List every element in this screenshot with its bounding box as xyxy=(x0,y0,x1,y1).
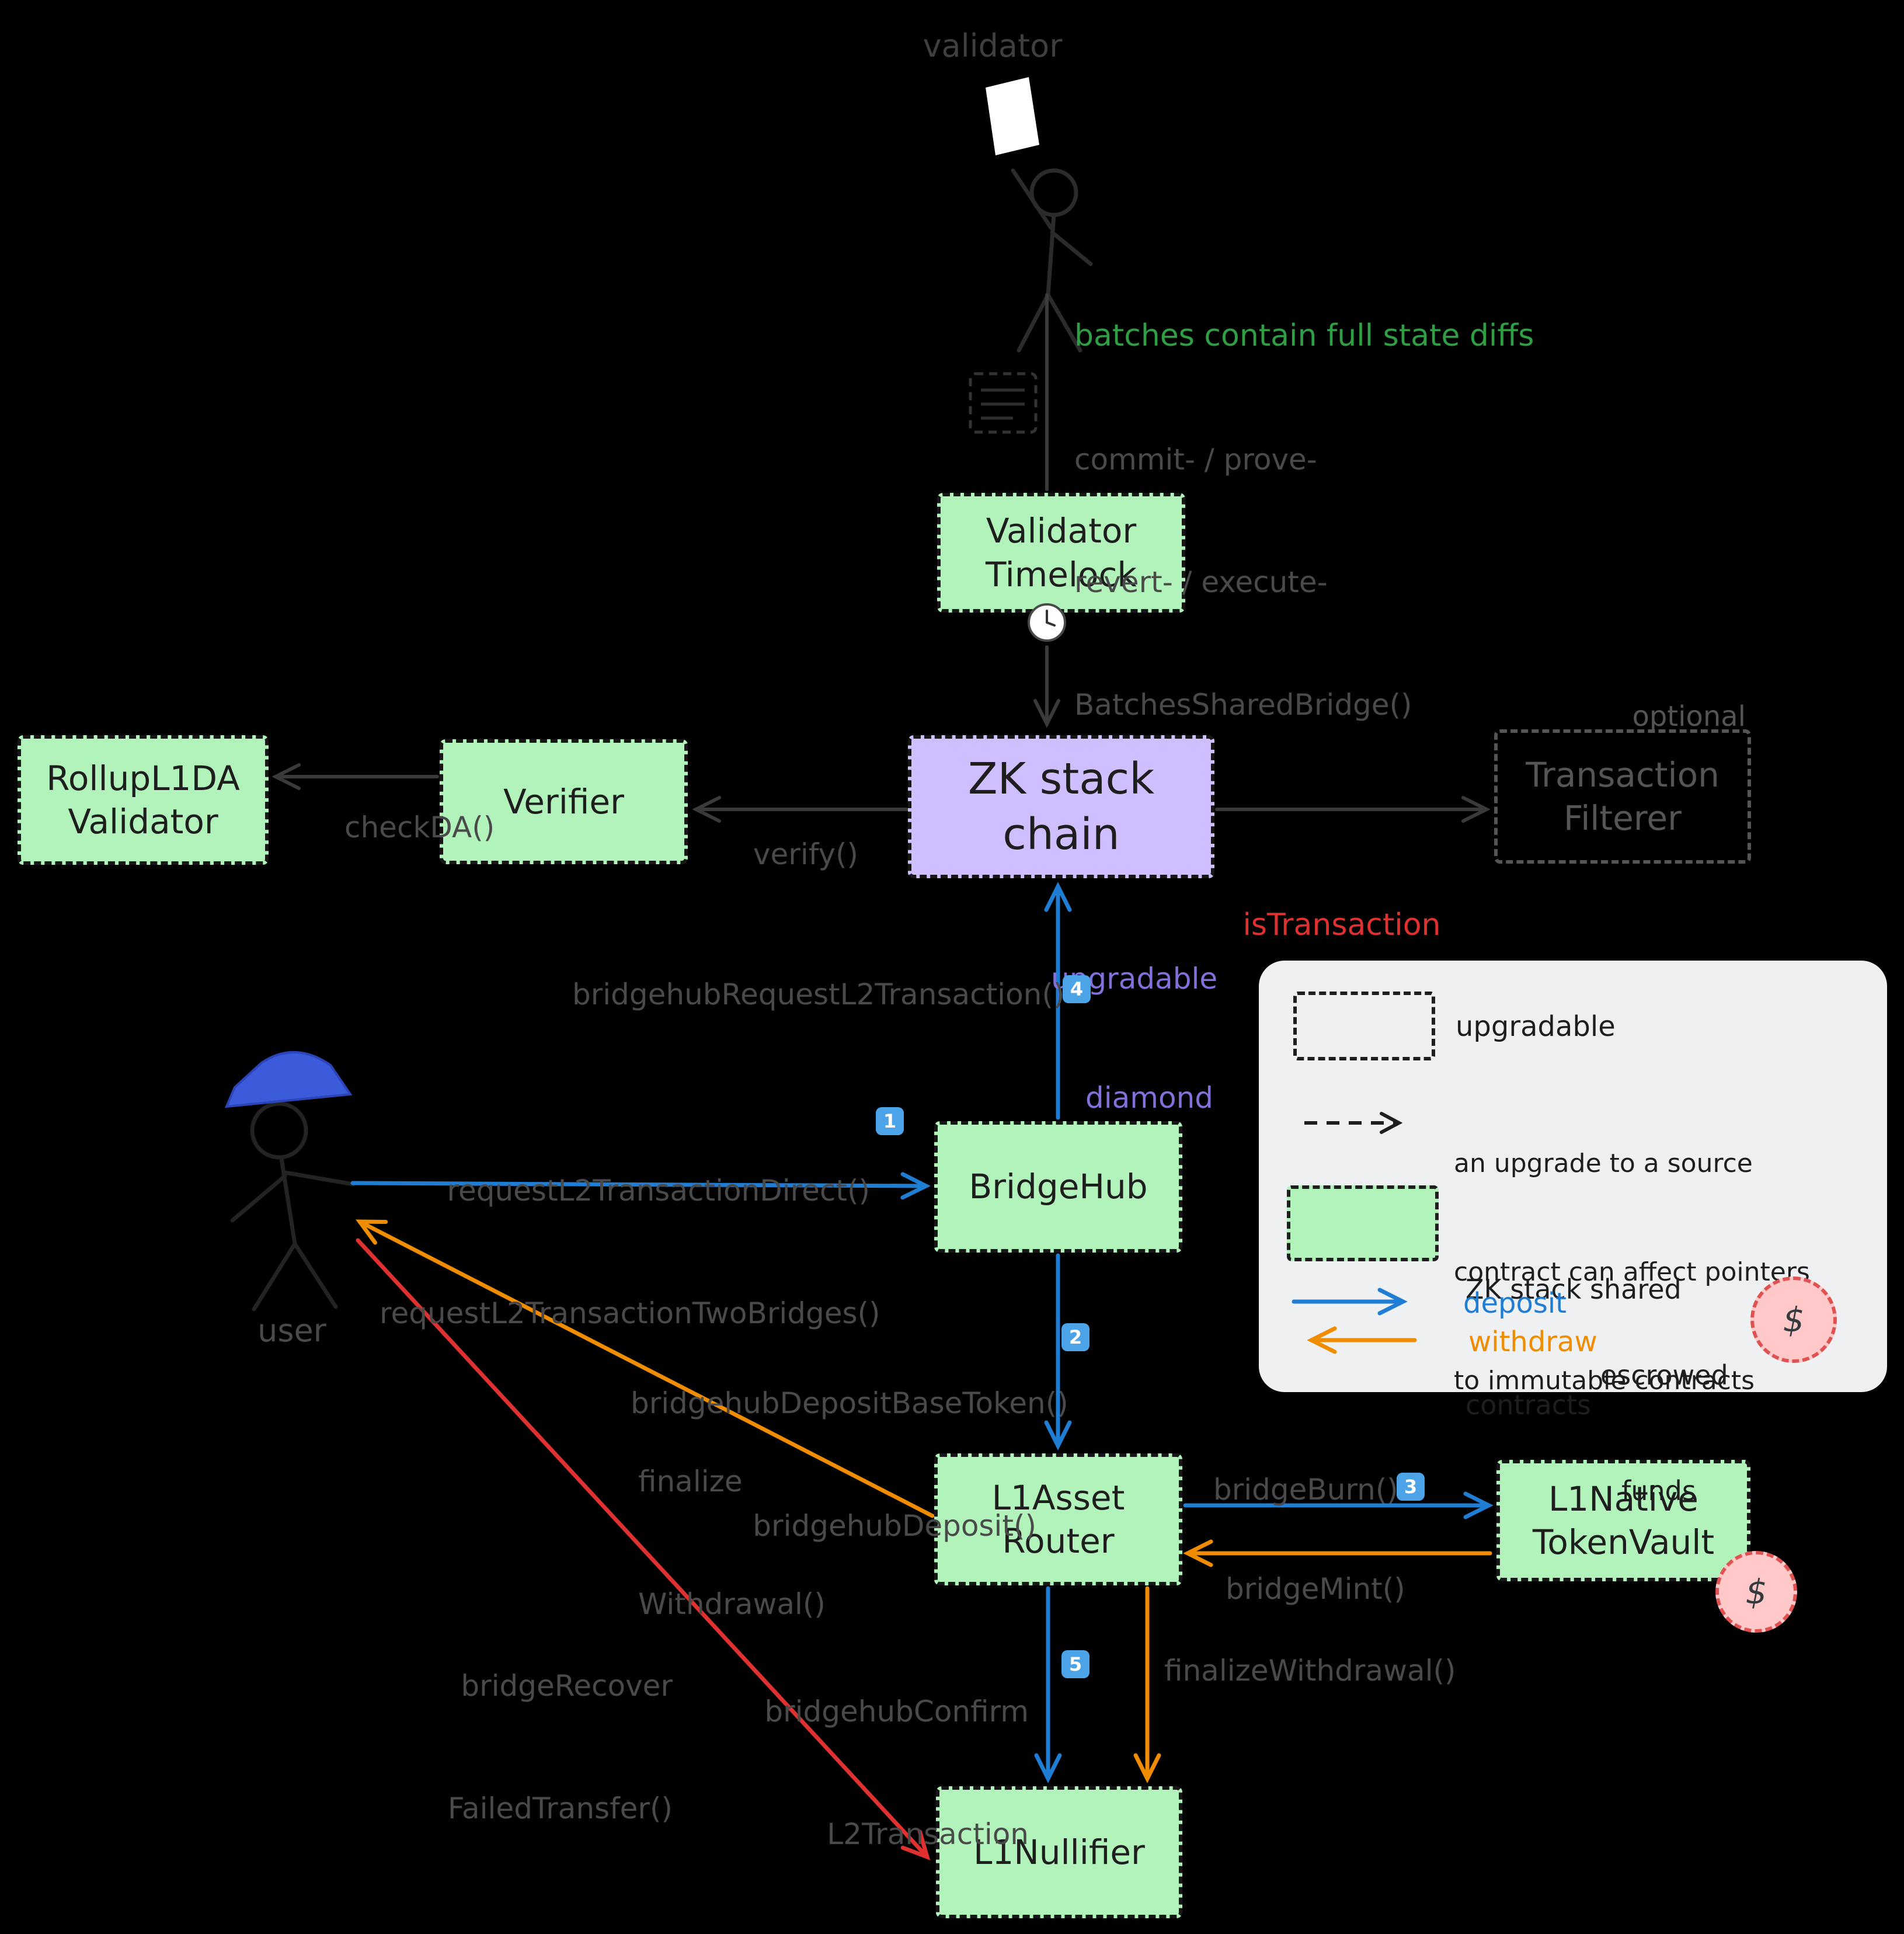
batch-methods-note: commit- / prove- revert- / execute- Batc… xyxy=(1074,443,1412,722)
legend-upgradable-box-icon xyxy=(1293,992,1435,1060)
user-actor-label: user xyxy=(257,1312,326,1349)
recover-arrows xyxy=(356,1238,931,1860)
legend-upgrade-note: an upgrade to a source contract can affe… xyxy=(1454,1149,1810,1396)
clock-icon xyxy=(1028,603,1066,642)
bridge-mint-label: bridgeMint() xyxy=(1226,1572,1405,1606)
l1-native-token-vault-box: L1Native TokenVault xyxy=(1496,1460,1750,1581)
upgradable-diamond-label: upgradable diamond xyxy=(1051,962,1218,1115)
transaction-filterer-label: Transaction xyxy=(1526,754,1719,795)
rollup-l1da-validator-label: RollupL1DA xyxy=(46,758,240,798)
deposit-arrows xyxy=(350,882,1494,1783)
l1-nullifier-box: L1Nullifier xyxy=(936,1786,1182,1918)
withdraw-arrows xyxy=(356,1219,1492,1783)
legend-withdraw-arrow-icon xyxy=(1307,1326,1417,1354)
badge-5: 5 xyxy=(1061,1650,1090,1678)
transaction-filterer-label-2: Filterer xyxy=(1564,798,1682,838)
transaction-filterer-box: Transaction Filterer xyxy=(1494,729,1751,864)
badge-3: 3 xyxy=(1397,1473,1425,1501)
zk-stack-chain-label-2: chain xyxy=(1003,809,1120,860)
optional-tag: optional xyxy=(1632,700,1746,733)
legend-withdraw-label: withdraw xyxy=(1468,1326,1597,1358)
bridgehub-deposit-label: bridgehubDepositBaseToken() bridgehubDep… xyxy=(631,1386,1068,1543)
document-icon xyxy=(969,372,1038,434)
edge-user-to-bridgehub xyxy=(350,1172,931,1200)
verify-label: verify() xyxy=(753,837,859,871)
legend-shared-box-icon xyxy=(1287,1185,1439,1261)
validator-actor-label: validator xyxy=(923,27,1063,64)
legend-shared-label: ZK stack shared contracts xyxy=(1466,1274,1682,1421)
l1-native-token-vault-label-2: TokenVault xyxy=(1532,1522,1715,1562)
bridgehub-box: BridgeHub xyxy=(934,1121,1182,1253)
l1-native-token-vault-label: L1Native xyxy=(1548,1479,1698,1519)
rollup-l1da-validator-box: RollupL1DA Validator xyxy=(18,735,269,865)
verifier-label: Verifier xyxy=(503,781,624,822)
l1-asset-router-box: L1Asset Router xyxy=(934,1453,1182,1585)
batches-note: batches contain full state diffs xyxy=(1074,318,1534,353)
legend-upgradable-label: upgradable xyxy=(1456,1010,1616,1043)
bridge-burn-label: bridgeBurn() xyxy=(1213,1473,1398,1507)
legend-upgrade-arrow-icon xyxy=(1304,1112,1403,1134)
edge-user-to-nullifier-recover xyxy=(356,1238,931,1860)
finalize-withdrawal-label: finalizeWithdrawal() xyxy=(1164,1654,1456,1688)
l1-nullifier-label: L1Nullifier xyxy=(973,1832,1145,1872)
validator-figure xyxy=(986,77,1093,353)
bridge-recover-label: bridgeRecover FailedTransfer() xyxy=(447,1669,673,1825)
edge-router-to-user-withdraw xyxy=(356,1219,935,1518)
zk-stack-chain-label: ZK stack xyxy=(967,753,1155,804)
validator-timelock-label: Validator xyxy=(986,511,1137,551)
badge-2: 2 xyxy=(1061,1323,1090,1351)
verifier-box: Verifier xyxy=(440,739,688,864)
bridgehub-label: BridgeHub xyxy=(969,1167,1148,1207)
legend-deposit-label: deposit xyxy=(1463,1287,1567,1320)
bridgehub-request-label: bridgehubRequestL2Transaction() xyxy=(572,978,1065,1011)
legend-deposit-arrow-icon xyxy=(1292,1288,1408,1316)
legend-escrowed-label: escrowed funds xyxy=(1600,1359,1728,1507)
bridgehub-confirm-label: bridgehubConfirm L2Transaction Forwarded… xyxy=(764,1695,1029,1851)
user-cap-icon xyxy=(224,1051,353,1108)
vault-escrow-dollar-icon: $ xyxy=(1715,1551,1797,1633)
rollup-l1da-validator-label-2: Validator xyxy=(68,802,218,841)
finalize-withdrawal-user-label: finalize Withdrawal() xyxy=(638,1465,826,1621)
checkda-label: checkDA() xyxy=(344,811,495,844)
validator-timelock-label-2: Timelock xyxy=(985,554,1137,594)
user-figure xyxy=(224,1051,356,1312)
dark-connectors xyxy=(271,293,1491,823)
l1-asset-router-label-2: Router xyxy=(1002,1521,1115,1561)
legend-panel: upgradable an upgrade to a source contra… xyxy=(1259,961,1887,1507)
badge-4: 4 xyxy=(1063,975,1091,1003)
l1-asset-router-label: L1Asset xyxy=(991,1477,1125,1518)
zk-stack-chain-box: ZK stack chain xyxy=(908,735,1214,878)
badge-1: 1 xyxy=(876,1107,904,1135)
request-l2-transaction-label: requestL2TransactionDirect() requestL2Tr… xyxy=(380,1174,880,1330)
validator-paper-icon xyxy=(986,77,1039,155)
legend-escrow-dollar-icon: $ xyxy=(1750,1276,1837,1363)
